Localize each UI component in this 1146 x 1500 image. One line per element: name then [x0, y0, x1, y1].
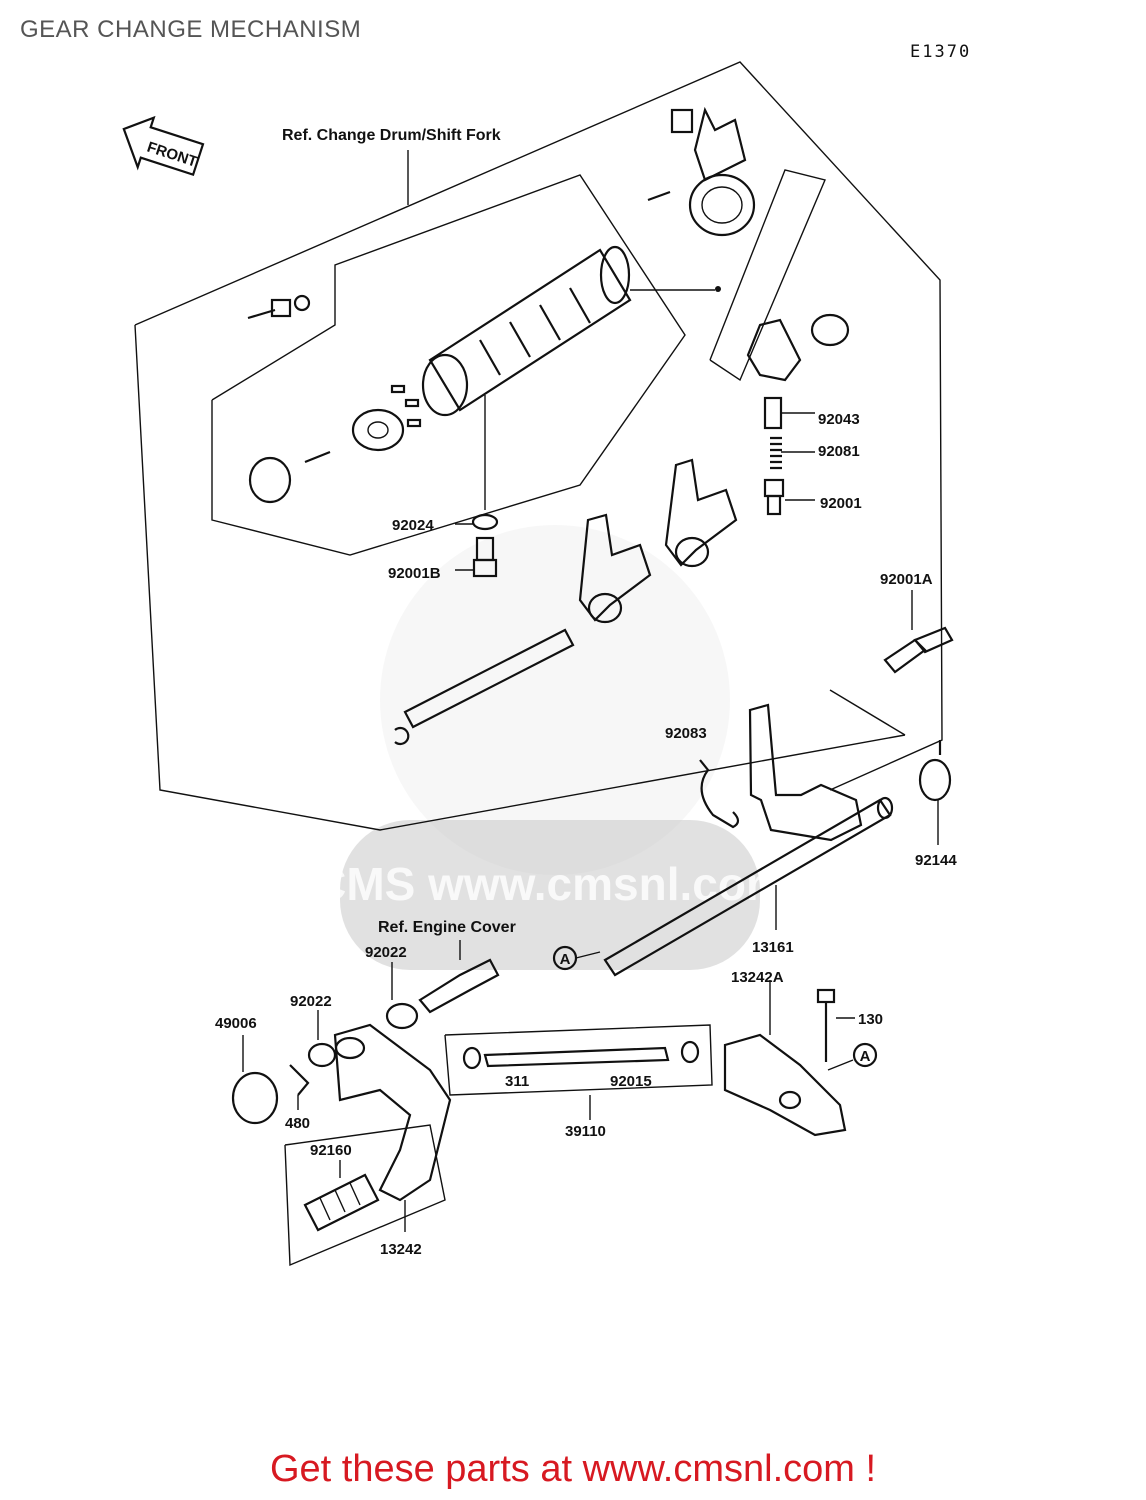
- label-92081: 92081: [818, 443, 860, 460]
- shift-lever-13242A: [723, 980, 855, 1137]
- svg-text:A: A: [560, 951, 571, 968]
- page-title: GEAR CHANGE MECHANISM: [20, 16, 362, 43]
- shift-fork-top: [647, 106, 756, 237]
- ref-change-drum: Ref. Change Drum/Shift Fork: [282, 127, 501, 144]
- label-92001B: 92001B: [388, 565, 441, 582]
- label-92001: 92001: [820, 495, 862, 512]
- spring-92144: [918, 740, 952, 845]
- watermark-text: CMS www.cmsnl.com: [313, 858, 787, 910]
- mark-a-right: A: [827, 1042, 878, 1071]
- front-label: FRONT: [145, 139, 199, 171]
- shift-forks: [578, 458, 738, 624]
- drum-bolt: [455, 395, 499, 578]
- label-92083: 92083: [665, 725, 707, 742]
- promo-link[interactable]: Get these parts at www.cmsnl.com !: [269, 1448, 877, 1490]
- mark-a-lower: A: [552, 945, 601, 971]
- label-92144: 92144: [915, 852, 957, 869]
- label-13161: 13161: [752, 939, 794, 956]
- label-480: 480: [285, 1115, 310, 1132]
- front-arrow-icon: FRONT: [122, 115, 205, 177]
- label-13242: 13242: [380, 1241, 422, 1258]
- watermark-logo: CMS www.cmsnl.com: [313, 525, 787, 970]
- label-39110: 39110: [565, 1123, 606, 1140]
- label-92015: 92015: [610, 1073, 652, 1090]
- shift-pedal: [231, 1010, 452, 1202]
- drum-cam-plate: [248, 408, 405, 504]
- label-92043: 92043: [818, 411, 860, 428]
- shift-drum: [421, 245, 721, 417]
- pedal-rubber-92160: [284, 1124, 446, 1267]
- engine-cover-pin: [385, 940, 500, 1030]
- change-drum-outline: [134, 61, 943, 831]
- tie-rod-39110: [444, 1024, 713, 1120]
- gear-shift-shaft: [603, 703, 894, 977]
- label-92160: 92160: [310, 1142, 352, 1159]
- label-311: 311: [505, 1073, 529, 1090]
- shift-drum-stopper: [746, 313, 850, 382]
- label-130: 130: [858, 1011, 883, 1028]
- label-92022-upper: 92022: [365, 944, 407, 961]
- neutral-switch: [247, 294, 311, 320]
- label-92022-lower: 92022: [290, 993, 332, 1010]
- spring-92083: [699, 759, 740, 829]
- label-92001A: 92001A: [880, 571, 933, 588]
- ref-engine-cover: Ref. Engine Cover: [378, 919, 516, 936]
- diagram-code: E1370: [910, 42, 972, 62]
- label-92024: 92024: [392, 517, 434, 534]
- stopper-parts: [763, 396, 815, 516]
- fork-shaft: [394, 628, 575, 746]
- label-49006: 49006: [215, 1015, 257, 1032]
- label-13242A: 13242A: [731, 969, 784, 986]
- drum-pins: [390, 384, 422, 428]
- svg-text:A: A: [860, 1048, 871, 1065]
- bolt-92001A: [883, 590, 954, 674]
